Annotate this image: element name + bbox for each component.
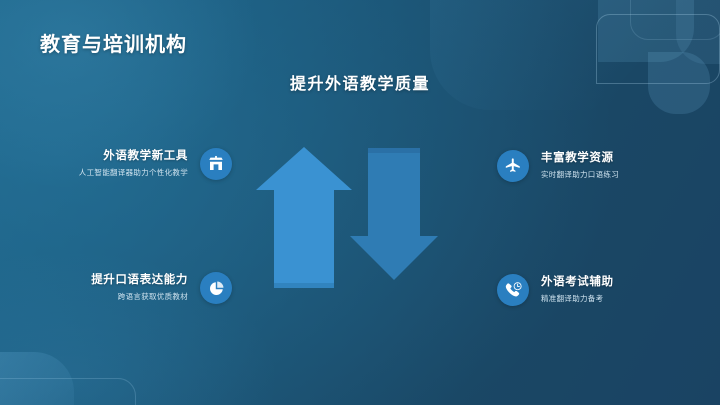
- feature-text-block: 外语教学新工具 人工智能翻译器助力个性化教学: [79, 149, 188, 178]
- arrow-up-icon: [256, 147, 352, 288]
- feature-text-block: 提升口语表达能力 跨语言获取优质教材: [91, 273, 188, 302]
- feature-description: 跨语言获取优质教材: [117, 292, 188, 301]
- arrow-down-icon: [350, 148, 438, 280]
- page-title: 教育与培训机构: [40, 34, 187, 56]
- feature-description: 精准翻译助力备考: [541, 294, 604, 303]
- decorative-outline-bottom-left: [0, 378, 136, 405]
- decorative-leaf-shape-b: [676, 0, 720, 64]
- feature-item-new-tools[interactable]: 外语教学新工具 人工智能翻译器助力个性化教学: [40, 148, 232, 180]
- feature-title: 提升口语表达能力: [91, 274, 188, 287]
- feature-text-block: 外语考试辅助 精准翻译助力备考: [541, 275, 614, 304]
- airplane-icon[interactable]: [497, 150, 529, 182]
- feature-title: 外语教学新工具: [103, 150, 188, 163]
- decorative-leaf-shape-a: [598, 0, 694, 62]
- phone-clock-icon[interactable]: [497, 274, 529, 306]
- store-icon[interactable]: [200, 148, 232, 180]
- arrows-graphic: [248, 140, 480, 292]
- feature-description: 实时翻译助力口语练习: [541, 170, 619, 179]
- feature-text-block: 丰富教学资源 实时翻译助力口语练习: [541, 151, 619, 180]
- decorative-leaf-bottom-left: [0, 352, 74, 405]
- feature-title: 丰富教学资源: [541, 152, 614, 165]
- feature-item-exam-support[interactable]: 外语考试辅助 精准翻译助力备考: [497, 274, 697, 306]
- feature-description: 人工智能翻译器助力个性化教学: [78, 168, 188, 177]
- section-heading: 提升外语教学质量: [289, 76, 430, 93]
- feature-item-speaking-ability[interactable]: 提升口语表达能力 跨语言获取优质教材: [40, 272, 232, 304]
- decorative-outline-shape-b: [630, 0, 720, 40]
- pie-chart-icon[interactable]: [200, 272, 232, 304]
- feature-title: 外语考试辅助: [541, 276, 614, 289]
- feature-item-rich-resources[interactable]: 丰富教学资源 实时翻译助力口语练习: [497, 150, 697, 182]
